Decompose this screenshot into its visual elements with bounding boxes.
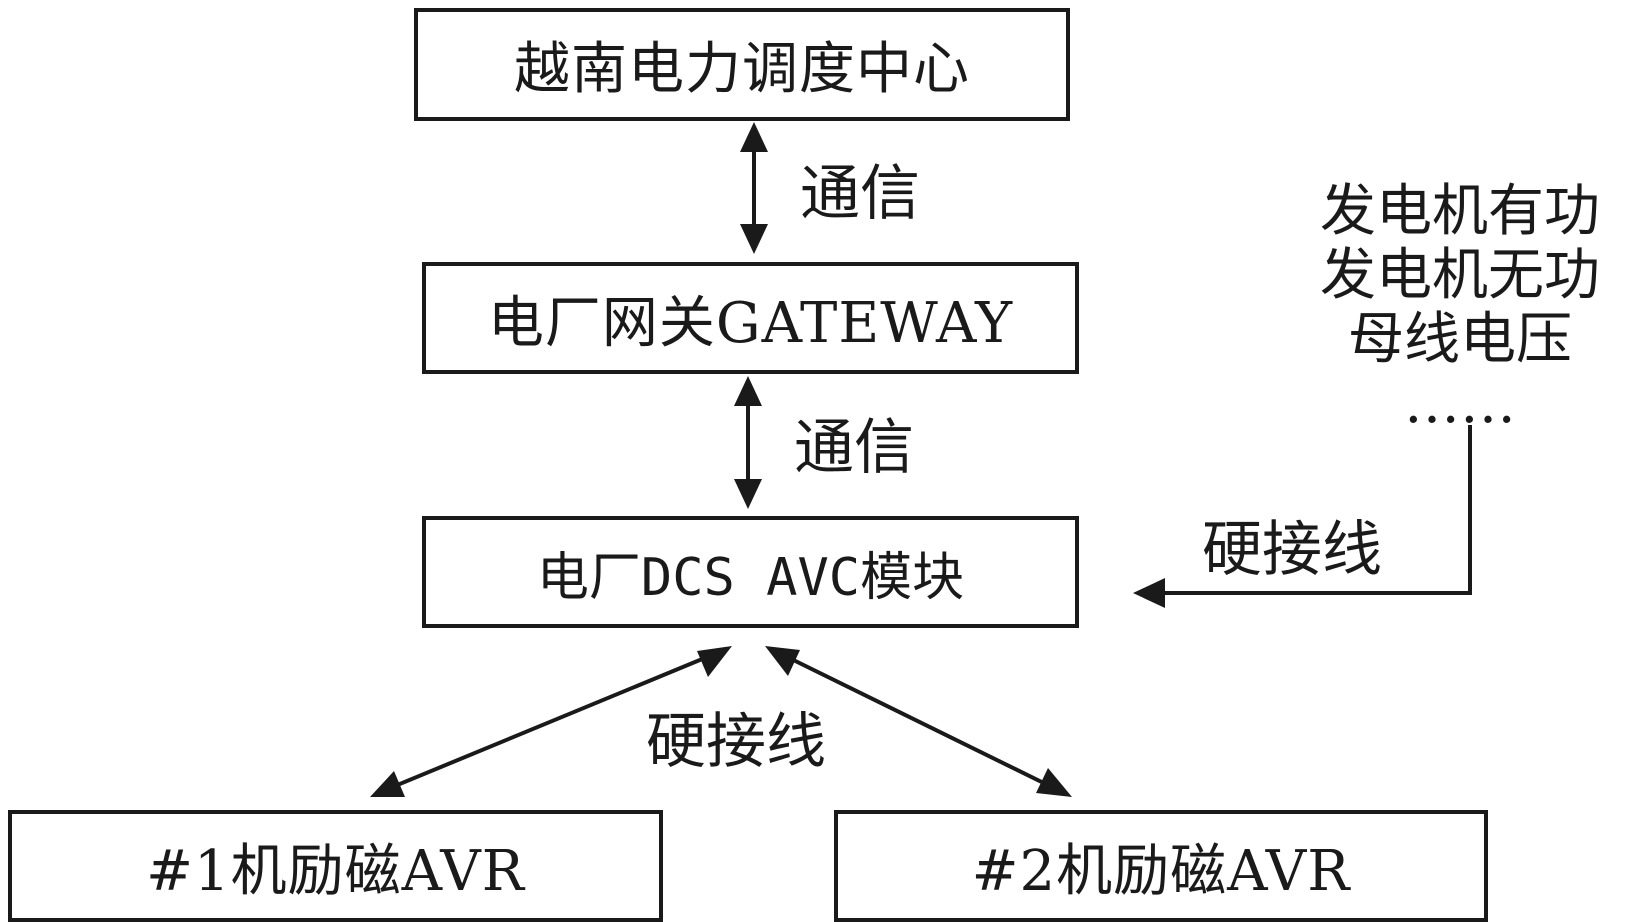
arrowhead-down-icon [734, 479, 762, 509]
node-dcs-avc: 电厂DCS AVC模块 [422, 516, 1079, 628]
signal-list: 发电机有功 发电机无功 母线电压 …… [1290, 180, 1627, 436]
hardwire-label-right: 硬接线 [1202, 515, 1382, 585]
hardwire-label-bottom: 硬接线 [646, 707, 826, 777]
comm-label-top: 通信 [800, 159, 920, 229]
node-gateway: 电厂网关GATEWAY [422, 262, 1079, 374]
arrowhead-icon [370, 771, 405, 797]
arrowhead-left-icon [1133, 578, 1165, 608]
signal-item-bus-voltage: 母线电压 [1348, 307, 1572, 372]
hardwire-arrow-avr1 [370, 646, 732, 797]
arrowhead-icon [765, 646, 800, 676]
node-avr2: #2机励磁AVR [834, 810, 1488, 922]
signal-ellipsis: …… [1404, 371, 1516, 436]
node-avr1: #1机励磁AVR [8, 810, 663, 922]
hardwire-arrow-avr2 [765, 646, 1072, 797]
node-dispatch-center: 越南电力调度中心 [414, 8, 1070, 121]
arrowhead-icon [1036, 768, 1072, 797]
hardwire-arrow-right [1133, 425, 1472, 608]
arrowhead-up-icon [740, 122, 768, 152]
comm-arrow-top [740, 122, 768, 254]
arrowhead-up-icon [734, 376, 762, 406]
arrowhead-icon [697, 646, 732, 677]
signal-item-reactive-power: 发电机无功 [1320, 243, 1600, 308]
arrowhead-down-icon [740, 224, 768, 254]
comm-arrow-middle [734, 376, 762, 509]
comm-label-middle: 通信 [794, 413, 914, 483]
signal-item-active-power: 发电机有功 [1320, 179, 1600, 244]
